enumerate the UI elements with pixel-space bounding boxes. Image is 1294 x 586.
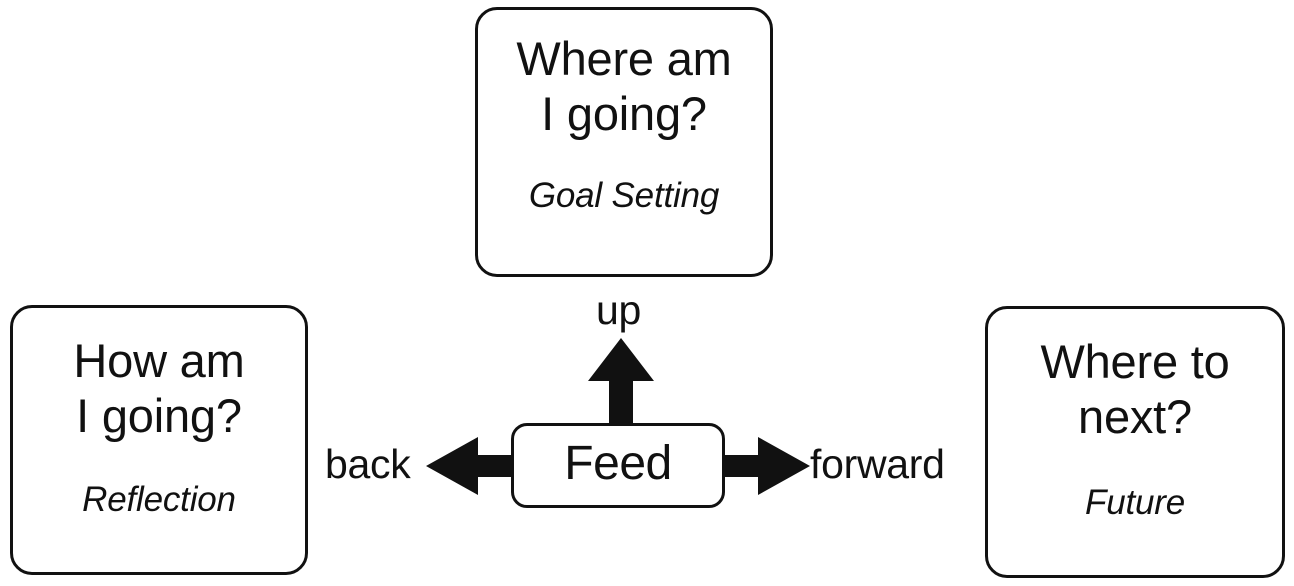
box-goal-setting: Where am I going? Goal Setting [475, 7, 773, 277]
label-forward: forward [810, 441, 945, 487]
arrow-right-icon [718, 437, 810, 495]
box-future-question: Where to next? [1040, 335, 1230, 443]
box-reflection: How am I going? Reflection [10, 305, 308, 575]
box-feed: Feed [511, 423, 725, 508]
box-future-subtitle: Future [1085, 482, 1185, 522]
box-feed-label: Feed [564, 436, 672, 490]
arrow-left-icon [426, 437, 518, 495]
label-up: up [596, 287, 642, 333]
box-goal-setting-question: Where am I going? [516, 32, 732, 140]
box-future: Where to next? Future [985, 306, 1285, 578]
arrow-up-icon [588, 338, 654, 430]
box-goal-setting-subtitle: Goal Setting [528, 175, 720, 215]
label-back: back [325, 441, 411, 487]
box-reflection-subtitle: Reflection [82, 479, 236, 519]
box-reflection-question: How am I going? [73, 334, 245, 442]
